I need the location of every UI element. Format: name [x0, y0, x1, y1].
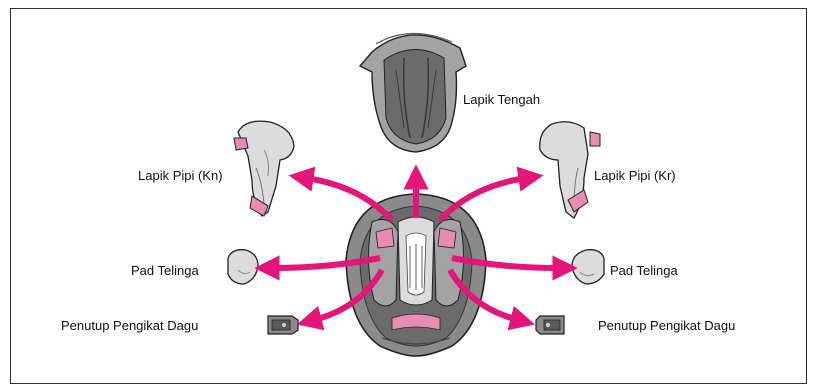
chin-strap-cover-left-illustration [267, 315, 299, 335]
label-chin-strap-cover-left: Penutup Pengikat Dagu [61, 318, 199, 333]
arrow-to-chin-strap-cover-left [296, 268, 385, 331]
helmet-interior-illustration [345, 193, 487, 357]
label-ear-pad-right: Pad Telinga [610, 263, 678, 278]
label-center-pad: Lapik Tengah [463, 92, 541, 107]
label-ear-pad-left: Pad Telinga [131, 263, 199, 278]
ear-pad-right-illustration [571, 249, 605, 285]
arrow-to-cheek-pad-left [288, 166, 395, 223]
chin-strap-cover-right-illustration [535, 315, 565, 335]
arrow-to-ear-pad-left [254, 255, 381, 281]
arrow-to-ear-pad-right [451, 255, 578, 281]
center-pad-illustration [358, 32, 467, 153]
arrow-to-cheek-pad-right [437, 166, 544, 223]
arrow-to-chin-strap-cover-right [447, 268, 536, 331]
removal-arrows [254, 164, 578, 331]
cheek-pad-left-illustration [233, 120, 295, 217]
label-cheek-pad-left: Lapik Pipi (Kn) [138, 168, 223, 183]
label-chin-strap-cover-right: Penutup Pengikat Dagu [598, 318, 736, 333]
cheek-pad-right-illustration [539, 121, 601, 219]
label-cheek-pad-right: Lapik Pipi (Kr) [594, 168, 676, 183]
ear-pad-left-illustration [227, 249, 259, 285]
